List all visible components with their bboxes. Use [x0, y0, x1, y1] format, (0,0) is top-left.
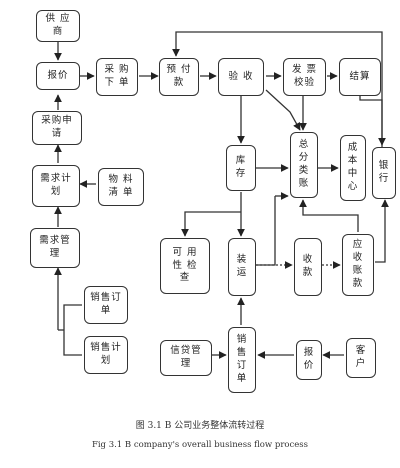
- node-supplier: 供 应 商: [36, 10, 80, 42]
- arrow-receivable-ledger: [299, 199, 359, 232]
- node-receivable: 应 收 账 款: [342, 234, 374, 296]
- caption-en: Fig 3.1 B company's overall business flo…: [91, 440, 309, 450]
- node-prepay: 预 付 款: [159, 58, 199, 96]
- node-invoice-check: 发 票 校验: [283, 58, 326, 96]
- node-purchase-order: 采 购 下 单: [96, 58, 138, 96]
- node-demand-mgmt: 需求管 理: [30, 228, 80, 268]
- arrow-to-availability: [181, 211, 241, 237]
- node-sales-plan: 销售计 划: [84, 336, 128, 374]
- node-quote-bottom: 报 价: [296, 340, 322, 380]
- node-sales-order-left: 销售订 单: [84, 286, 128, 324]
- node-customer: 客 户: [346, 338, 376, 378]
- node-demand-plan: 需求计 划: [32, 165, 80, 207]
- node-quote-top: 报价: [36, 62, 80, 90]
- caption-cn: 图 3.1 B 公司业务整体流转过程: [135, 421, 265, 431]
- node-purchase-request: 采购申 请: [32, 111, 82, 145]
- node-bom: 物 料 清 单: [98, 168, 144, 206]
- node-general-ledger: 总 分 类 账: [290, 132, 318, 198]
- node-inventory: 库 存: [226, 145, 256, 191]
- arrow-bank-loop: [172, 31, 383, 150]
- node-settlement: 结算: [339, 58, 381, 96]
- node-receipt: 收 款: [294, 238, 322, 296]
- arrow-receivable-bank: [375, 199, 389, 263]
- node-cost-center: 成 本 中 心: [340, 135, 366, 201]
- node-availability-check: 可 用 性 检 查: [160, 238, 210, 294]
- node-shipping: 装 运: [228, 238, 256, 296]
- node-sales-order-mid: 销 售 订 单: [228, 327, 256, 393]
- node-credit-mgmt: 信贷管 理: [160, 340, 212, 376]
- line-shipping-ledger: [256, 196, 276, 266]
- bracket-sales: [63, 304, 82, 356]
- arrow-inspection-ledger: [265, 89, 301, 131]
- arrow-settlement-bank: [359, 95, 386, 146]
- node-bank: 银 行: [372, 147, 396, 199]
- node-inspection: 验 收: [218, 58, 264, 96]
